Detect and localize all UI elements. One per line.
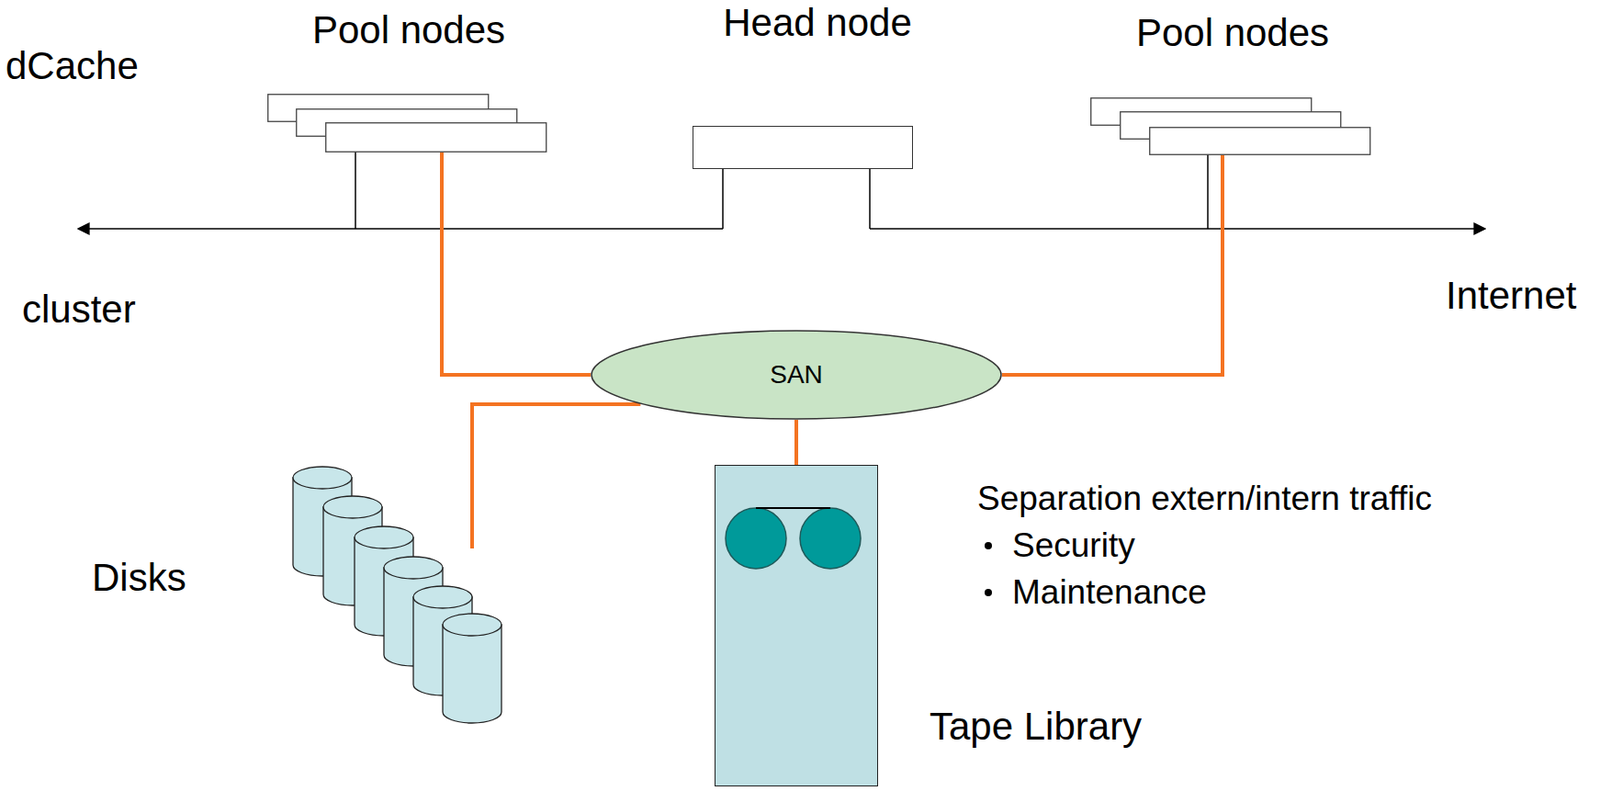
disk-top (413, 585, 473, 609)
bus-drop (721, 169, 724, 229)
disk-top (383, 556, 443, 579)
bullet (984, 541, 992, 550)
san-link (472, 404, 641, 549)
bullet-item: Security (1012, 526, 1136, 566)
node-label: SAN (769, 360, 823, 390)
node-label: Pool nodes (1136, 11, 1330, 56)
pool-node-stack-shape (1090, 97, 1370, 156)
tape-strip (755, 507, 831, 509)
tape-reel (725, 507, 787, 569)
pool-node-stack: Pool nodes (1090, 97, 1370, 156)
pool-node-box (1149, 127, 1371, 156)
san-link (1002, 155, 1223, 375)
disk-body (442, 624, 502, 723)
internet-bus (869, 227, 1486, 230)
area-label: Internet (1445, 273, 1577, 318)
disk-top (292, 466, 352, 489)
disk-top (442, 613, 502, 636)
san-link (441, 152, 591, 375)
disk-node: Disks (292, 466, 502, 731)
tape-library-shape (715, 465, 878, 786)
disk-top (323, 495, 383, 519)
node-label: Tape Library (929, 704, 1142, 749)
san-link (794, 419, 799, 465)
pool-node-stack-shape (267, 93, 546, 153)
head-node-box: Head node (692, 125, 913, 170)
tape-library: Tape Library (714, 464, 879, 787)
bullet-item: Maintenance (1012, 573, 1207, 613)
tape-reel (800, 507, 861, 569)
san-ellipse: SAN (590, 329, 1003, 420)
area-label: cluster (22, 287, 136, 332)
note-heading: Separation extern/intern traffic (977, 479, 1432, 519)
node-label: Head node (722, 0, 913, 46)
node-label: Disks (91, 555, 187, 600)
node-label: Pool nodes (312, 8, 506, 53)
bullet (984, 588, 992, 597)
san-outline (591, 330, 1002, 419)
disk-stack (292, 466, 502, 723)
pool-node-box (326, 123, 547, 153)
area-label: dCache (5, 44, 139, 89)
disk-top (354, 526, 414, 549)
cluster-bus (78, 227, 723, 230)
pool-node-stack: Pool nodes (267, 93, 546, 153)
bus-drop (868, 169, 871, 229)
